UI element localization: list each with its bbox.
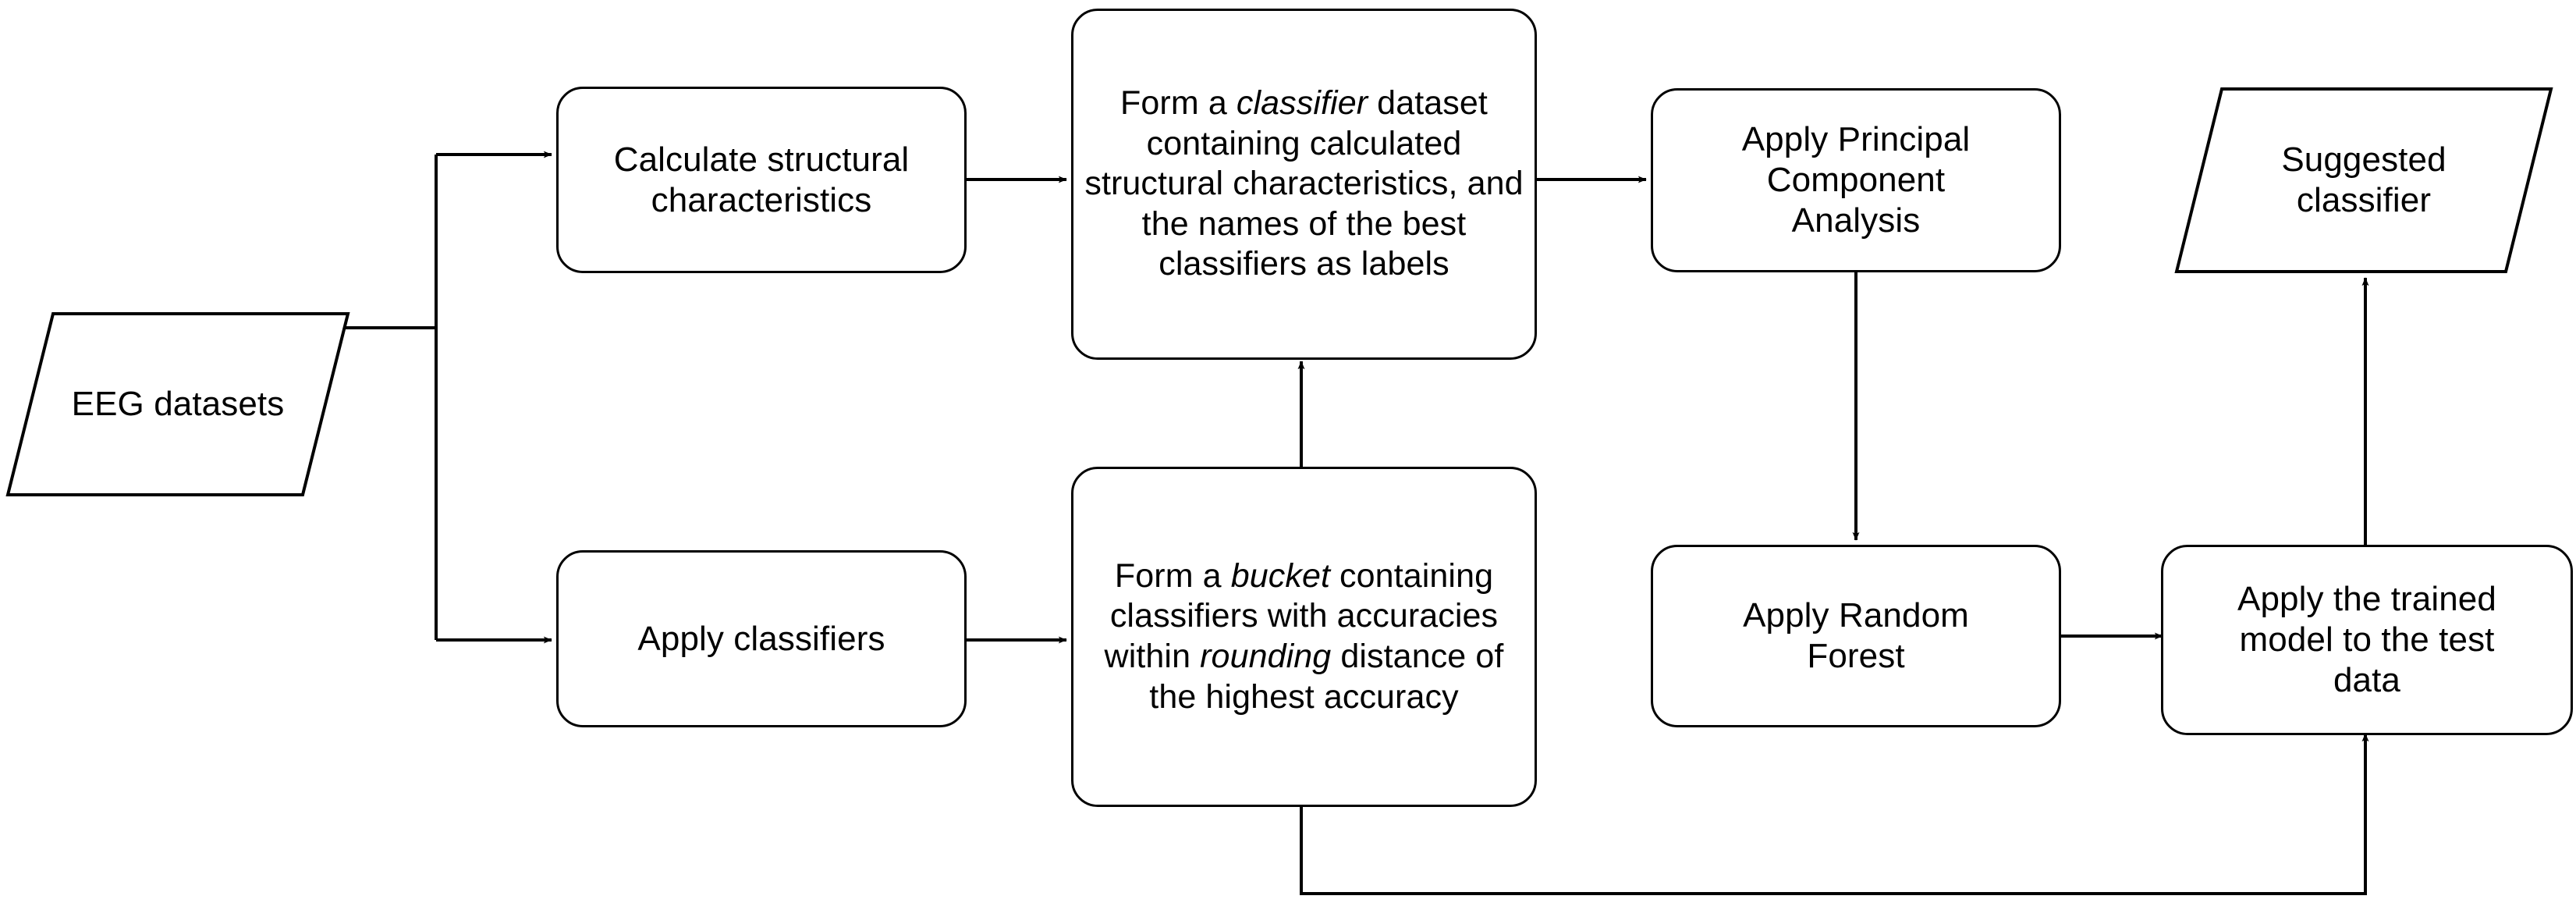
- node-label-apply-pca: Apply Principal Component Analysis: [1741, 120, 1971, 240]
- node-eeg-datasets[interactable]: EEG datasets: [5, 311, 351, 498]
- node-apply-classifiers[interactable]: Apply classifiers: [556, 550, 967, 727]
- node-suggested-classifier[interactable]: Suggested classifier: [2173, 86, 2554, 275]
- node-label-form-classifier-dataset: Form a classifier dataset containing cal…: [1084, 84, 1524, 283]
- node-label-form-bucket: Form a bucket containing classifiers wit…: [1104, 556, 1504, 716]
- edge-eeg-to-split: [344, 155, 438, 640]
- parallelogram-shape-suggested-classifier: [2173, 86, 2554, 275]
- node-label-suggested-classifier: Suggested classifier: [2281, 140, 2446, 219]
- node-label-apply-random-forest: Apply Random Forest: [1743, 596, 1969, 675]
- node-label-apply-classifiers: Apply classifiers: [637, 619, 885, 658]
- node-apply-trained-model[interactable]: Apply the trained model to the test data: [2161, 545, 2573, 735]
- node-label-eeg-datasets: EEG datasets: [71, 385, 285, 424]
- node-form-classifier-dataset[interactable]: Form a classifier dataset containing cal…: [1071, 9, 1537, 360]
- node-label-apply-trained-model: Apply the trained model to the test data: [2237, 580, 2496, 699]
- node-apply-random-forest[interactable]: Apply Random Forest: [1651, 545, 2061, 727]
- node-apply-pca[interactable]: Apply Principal Component Analysis: [1651, 88, 2061, 272]
- node-label-calculate-structural-characteristics: Calculate structural characteristics: [613, 140, 910, 219]
- node-form-bucket[interactable]: Form a bucket containing classifiers wit…: [1071, 467, 1537, 807]
- parallelogram-shape-eeg: [5, 311, 351, 498]
- node-calculate-structural-characteristics[interactable]: Calculate structural characteristics: [556, 87, 967, 273]
